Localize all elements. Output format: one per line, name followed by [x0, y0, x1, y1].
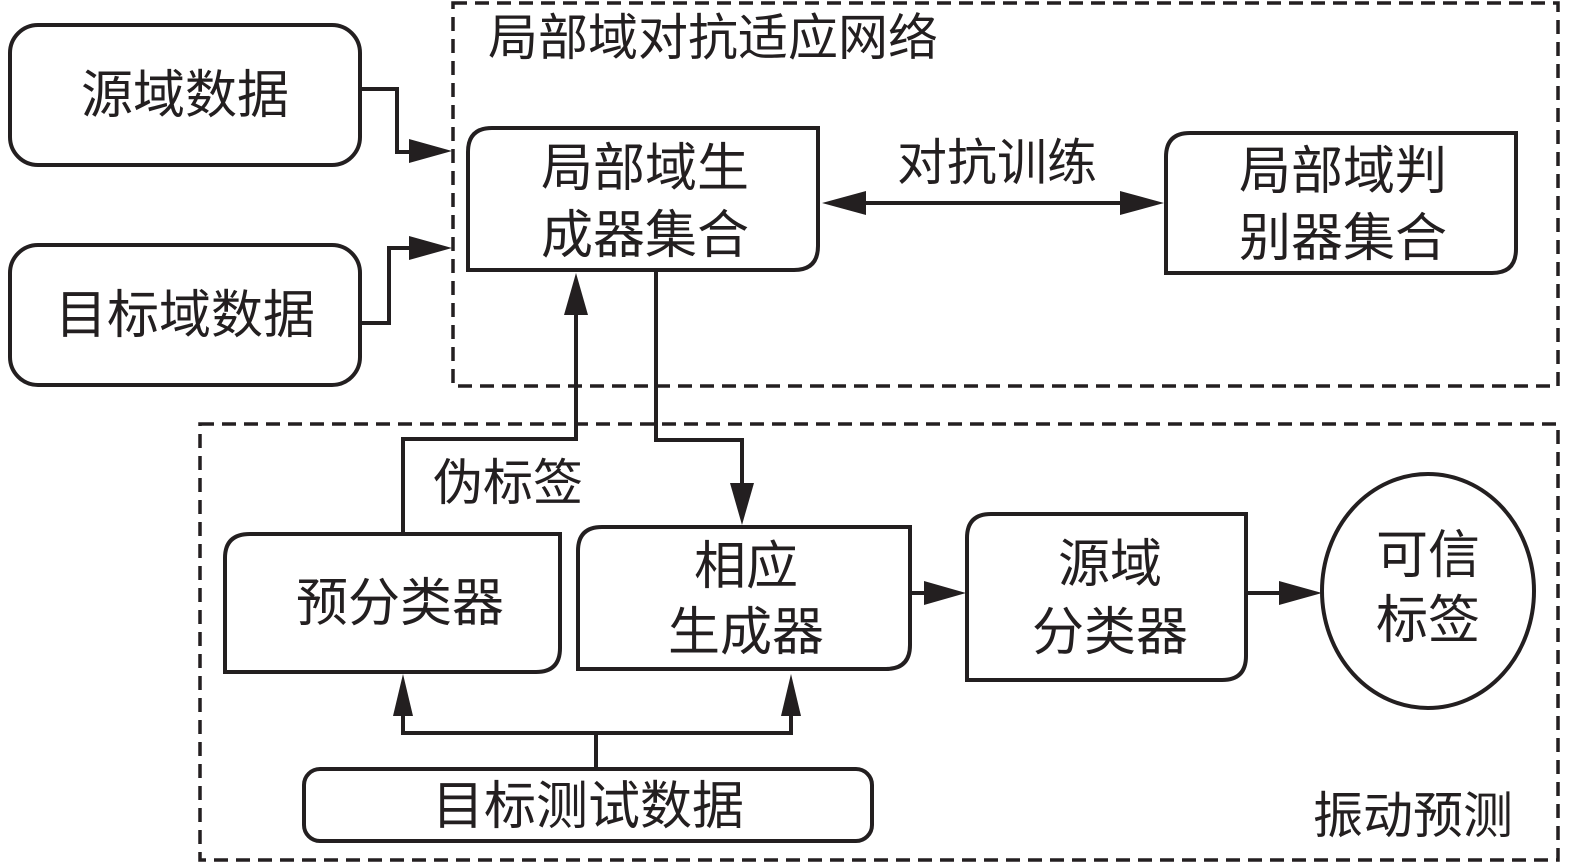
node-generator-set-line1: 局部域生: [541, 139, 749, 199]
node-target-data: [8, 243, 362, 387]
group-vibration-prediction: [198, 422, 1560, 862]
node-trusted-label-line1: 可信: [1376, 526, 1480, 586]
node-source-data: [8, 23, 362, 167]
node-discriminator-set-line2: 别器集合: [1239, 209, 1447, 269]
arrowhead-icon: [924, 581, 966, 605]
node-target-data-label: 目标域数据: [55, 286, 315, 346]
arrowhead-icon: [393, 674, 413, 716]
edge-test-data-branch: [401, 710, 793, 735]
group-title-adversarial: 局部域对抗适应网络: [488, 9, 938, 67]
edge-target-to-generator: [362, 246, 415, 325]
arrowhead-icon: [1279, 581, 1322, 605]
node-source-classifier: [965, 512, 1248, 682]
node-target-test-data-label: 目标测试数据: [432, 777, 744, 837]
node-corresponding-generator-line2: 生成器: [668, 603, 824, 663]
edge-label-pseudo-label: 伪标签: [433, 454, 583, 512]
node-generator-set-line2: 成器集合: [541, 206, 749, 266]
node-trusted-label: [1320, 472, 1536, 710]
edge-pseudo-label: [401, 305, 578, 533]
group-title-prediction: 振动预测: [1313, 787, 1513, 845]
node-trusted-label-line2: 标签: [1376, 591, 1480, 651]
arrowhead-icon: [822, 191, 866, 215]
node-generator-set: [466, 126, 820, 272]
arrowhead-icon: [409, 236, 452, 260]
node-corresponding-generator-line1: 相应: [694, 537, 798, 597]
edge-label-adversarial-training: 对抗训练: [897, 134, 1097, 192]
arrowhead-icon: [730, 483, 754, 525]
node-pre-classifier: [223, 532, 562, 674]
node-target-test-data: [302, 767, 874, 843]
arrowhead-icon: [781, 674, 801, 716]
group-adversarial-network: [451, 1, 1560, 388]
node-discriminator-set-line1: 局部域判: [1239, 142, 1447, 202]
node-discriminator-set: [1164, 131, 1518, 275]
arrowhead-icon: [564, 273, 588, 315]
node-source-data-label: 源域数据: [81, 66, 289, 126]
node-corresponding-generator: [576, 525, 912, 671]
edge-generator-to-corresponding: [654, 272, 744, 490]
arrowhead-icon: [409, 139, 452, 163]
node-source-classifier-line2: 分类器: [1032, 603, 1188, 663]
node-pre-classifier-label: 预分类器: [296, 574, 504, 634]
edge-source-to-generator: [362, 87, 415, 154]
node-source-classifier-line1: 源域: [1058, 535, 1162, 595]
arrowhead-icon: [1120, 191, 1164, 215]
